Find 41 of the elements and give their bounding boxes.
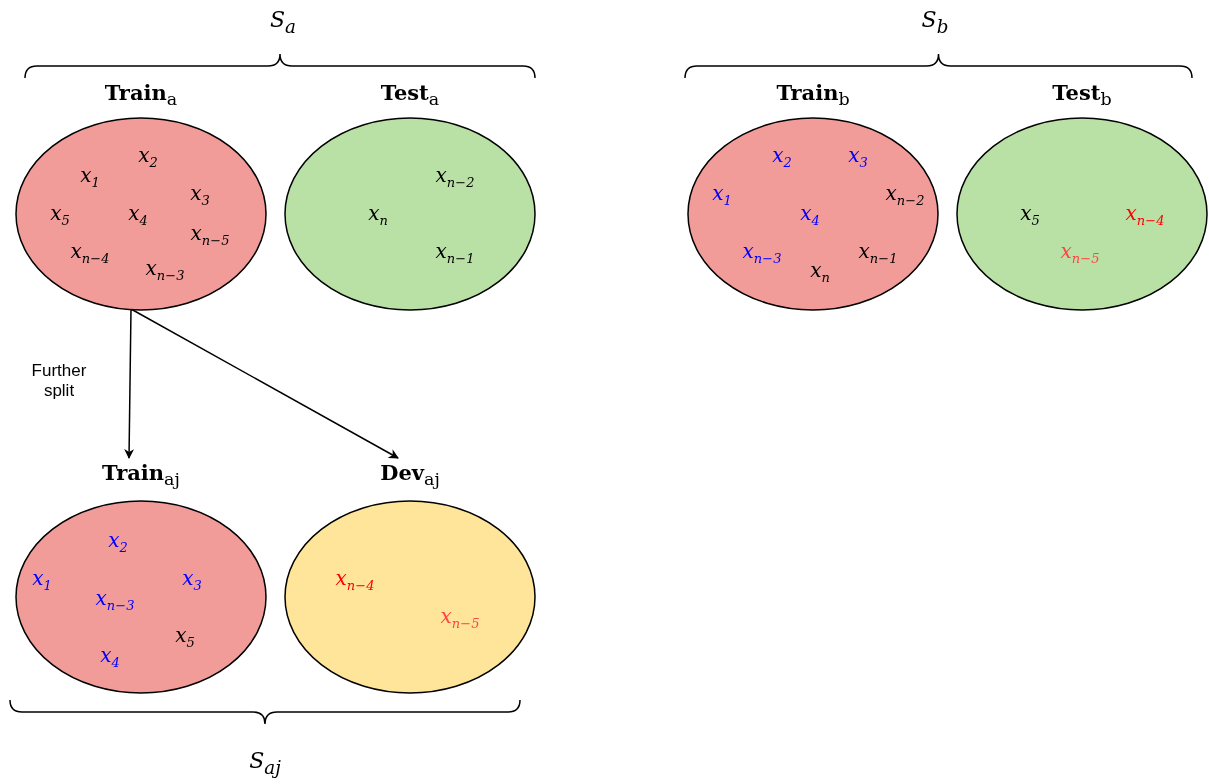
set-element: x$_{3}$	[848, 145, 868, 169]
set-element: x$_{1}$	[32, 568, 52, 592]
set-element: x$_{n}$	[368, 203, 388, 227]
set-element: x$_{n−3}$	[742, 241, 782, 265]
set-element: x$_{n−5}$	[190, 223, 230, 247]
set-title: Test$_{a}$	[380, 80, 440, 110]
set-element: x$_{2}$	[772, 145, 792, 169]
set-element: x$_{n}$	[810, 260, 830, 284]
set-element: x$_{n−3}$	[145, 258, 185, 282]
set-element: x$_{4}$	[800, 203, 820, 227]
arrow	[130, 308, 399, 459]
arrow	[124, 308, 135, 459]
set-label: S$_{aj}$	[249, 748, 281, 778]
set-label: S$_{a}$	[270, 7, 296, 37]
set-element: x$_{n−4}$	[1125, 203, 1165, 227]
set-element: x$_{n−1}$	[858, 241, 898, 265]
set-element: x$_{5}$	[175, 625, 195, 649]
set-title: Dev$_{aj}$	[380, 460, 440, 490]
set-element: x$_{2}$	[138, 145, 158, 169]
set-element: x$_{4}$	[128, 203, 148, 227]
set-element: x$_{n−5}$	[440, 606, 480, 630]
set-element: x$_{4}$	[100, 645, 120, 669]
set-element: x$_{3}$	[182, 568, 202, 592]
set-element: x$_{n−2}$	[435, 165, 475, 189]
set-element: x$_{n−1}$	[435, 241, 475, 265]
set-title: Train$_{b}$	[776, 80, 850, 110]
set-element: x$_{5}$	[1020, 203, 1040, 227]
set-element: x$_{n−2}$	[885, 183, 925, 207]
set-title: Train$_{a}$	[104, 80, 178, 110]
set-element: x$_{n−5}$	[1060, 241, 1100, 265]
set-element: x$_{n−3}$	[95, 588, 135, 612]
set-element: x$_{5}$	[50, 203, 70, 227]
set-element: x$_{1}$	[712, 183, 732, 207]
set-label: S$_{b}$	[921, 7, 949, 37]
set-element: x$_{n−4}$	[335, 568, 375, 592]
set-element: x$_{2}$	[108, 530, 128, 554]
set-element: x$_{3}$	[190, 183, 210, 207]
set-title: Train$_{aj}$	[102, 460, 180, 490]
set-element: x$_{1}$	[80, 165, 100, 189]
set-title: Test$_{b}$	[1052, 80, 1112, 110]
set-element: x$_{n−4}$	[70, 241, 110, 265]
